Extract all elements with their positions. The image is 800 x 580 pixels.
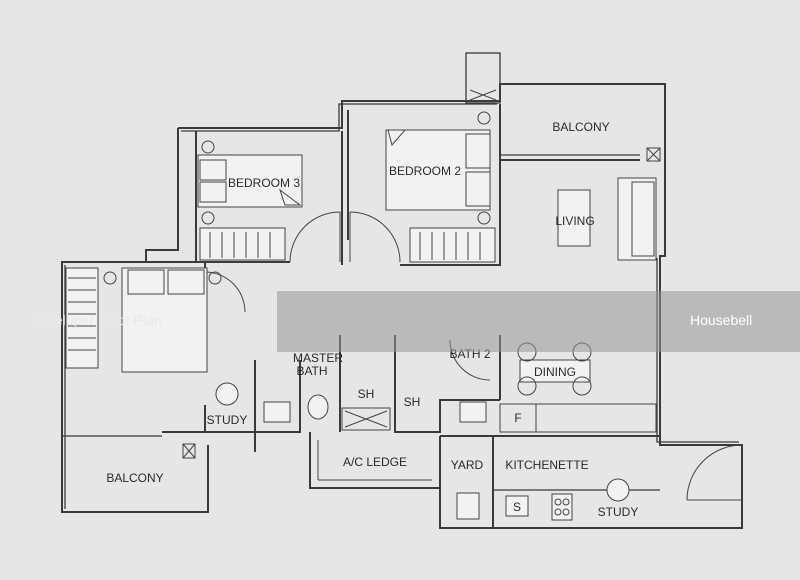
label-sink: S — [513, 500, 521, 514]
watermark-left-text: Developer Floor Plan — [30, 312, 162, 328]
label-fridge: F — [514, 411, 521, 425]
label-bedroom-2: BEDROOM 2 — [389, 164, 461, 178]
label-study-left: STUDY — [207, 413, 248, 427]
label-dining: DINING — [534, 365, 576, 379]
watermark-brand: Housebell — [690, 312, 753, 328]
label-study-right: STUDY — [598, 505, 639, 519]
label-master-bath-line1: MASTER — [293, 351, 343, 365]
label-balcony-bottom: BALCONY — [106, 471, 163, 485]
label-ac-ledge: A/C LEDGE — [343, 455, 407, 469]
label-master-bath-line2: BATH — [296, 364, 327, 378]
label-bedroom-3: BEDROOM 3 — [228, 176, 300, 190]
furniture — [65, 111, 661, 521]
label-shower-left: SH — [358, 387, 375, 401]
label-living: LIVING — [555, 214, 594, 228]
room-labels: BALCONY BEDROOM 3 BEDROOM 2 LIVING MASTE… — [106, 120, 638, 519]
label-kitchenette: KITCHENETTE — [505, 458, 588, 472]
label-balcony-top: BALCONY — [552, 120, 609, 134]
watermark-band — [277, 291, 800, 352]
interior-walls — [62, 104, 743, 528]
label-yard: YARD — [451, 458, 484, 472]
label-shower-right: SH — [404, 395, 421, 409]
